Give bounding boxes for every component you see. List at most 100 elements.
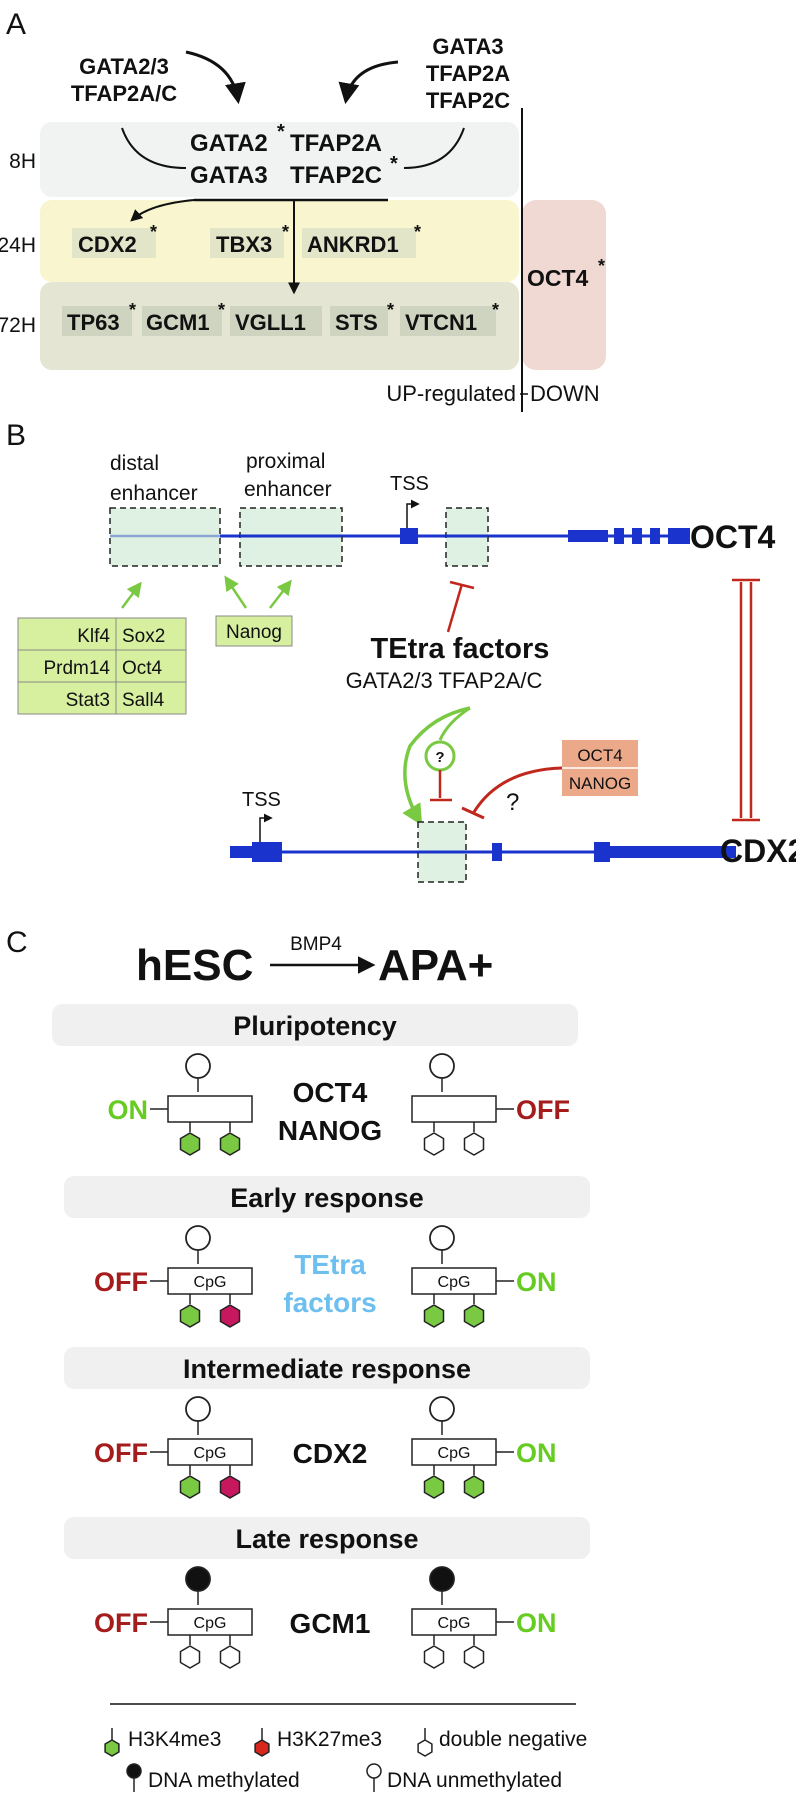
gene-vtcn1: VTCN1 [405, 310, 477, 335]
cpg-label: CpG [438, 1445, 471, 1462]
factor-prdm14: Prdm14 [43, 658, 110, 679]
factor-grid: Klf4 Sox2 Prdm14 Oct4 Stat3 Sall4 [17, 617, 187, 715]
promoter-box [167, 1095, 253, 1123]
chip-sts [330, 306, 388, 336]
cdx2-exon-1 [252, 842, 282, 862]
cdx2-exon-left-thin [230, 846, 252, 858]
gene-ankrd1: ANKRD1 [307, 232, 399, 257]
gene-unit-right: CpG ON [411, 1396, 557, 1499]
panel-a: A 8H 24H 72H GATA2/3 TFAP2A/C GATA3 TFAP… [0, 8, 606, 412]
histone-mark-1 [179, 1304, 201, 1328]
proximal-label-2: enhancer [244, 478, 332, 501]
proximal-label-1: proximal [246, 450, 325, 473]
histone-mark-2 [219, 1304, 241, 1328]
distal-label-1: distal [110, 452, 159, 475]
factor-stat3: Stat3 [66, 690, 110, 711]
gene-vgll1: VGLL1 [235, 310, 306, 335]
oct4-exon-3 [614, 528, 624, 544]
cpg-label: CpG [438, 1615, 471, 1632]
chip-cdx2 [72, 228, 156, 258]
oct4-exon-6 [668, 528, 690, 544]
histone-mark-1 [179, 1132, 201, 1156]
oct4-exon-4 [632, 528, 642, 544]
red-inhibit-oct4-bar [449, 580, 475, 590]
histone-mark-1 [179, 1475, 201, 1499]
legend-h3k27-icon [254, 1739, 270, 1757]
promoter-box [411, 1095, 497, 1123]
histone-mark-2 [219, 1475, 241, 1499]
core-star-gata2: * [277, 121, 285, 143]
state-label-on: ON [516, 1438, 557, 1468]
legend-h3k27-label: H3K27me3 [277, 1728, 382, 1751]
histone-mark-1 [423, 1304, 445, 1328]
histone-mark-2 [463, 1645, 485, 1669]
section-title-bg [64, 1176, 590, 1218]
legend-dneg-label: double negative [439, 1728, 587, 1751]
cdx2-exon-2 [492, 843, 502, 861]
header-hesc: hESC [136, 941, 253, 990]
star-tp63: * [129, 300, 136, 320]
core-tfap2a: TFAP2A [290, 130, 382, 157]
gene-oct4-down: OCT4 [527, 265, 589, 291]
star-tbx3: * [282, 222, 289, 242]
star-gcm1: * [218, 300, 225, 320]
bracket-left [121, 127, 187, 169]
bracket-right [403, 127, 465, 169]
band-down [522, 200, 606, 370]
cdx2-tss-label: TSS [242, 789, 281, 811]
core-star-tfap2c: * [390, 153, 398, 175]
state-label-on: ON [516, 1608, 557, 1638]
histone-mark-2 [463, 1304, 485, 1328]
repressor-box-nanog [562, 768, 638, 796]
oct4-tss-label: TSS [390, 473, 429, 495]
panel-b-letter: B [6, 419, 26, 452]
arrow-to-cdx2 [130, 199, 195, 222]
oct4-gene-label: OCT4 [690, 519, 776, 555]
gene-unit-left: CpG OFF [94, 1566, 253, 1669]
repressor-oct4: OCT4 [577, 746, 622, 765]
gene-cdx2: CDX2 [78, 232, 137, 257]
methylation-mark-head [429, 1053, 455, 1079]
gene-gcm1: GCM1 [146, 310, 210, 335]
histone-mark-1 [423, 1132, 445, 1156]
section-center-label: TEtra [294, 1249, 366, 1280]
nanog-label: Nanog [226, 622, 282, 643]
section-title: Early response [230, 1183, 424, 1213]
section-title-bg [64, 1347, 590, 1389]
section-center-label: GCM1 [290, 1608, 371, 1639]
histone-mark-1 [423, 1645, 445, 1669]
chip-tbx3 [210, 228, 284, 258]
chip-gcm1 [142, 306, 222, 336]
arrow-right-input [338, 60, 399, 105]
label-up-regulated: UP-regulated [386, 381, 516, 406]
histone-mark-1 [423, 1475, 445, 1499]
histone-mark-2 [219, 1132, 241, 1156]
oct4-tss-arrow [406, 499, 420, 530]
cpg-label: CpG [194, 1445, 227, 1462]
methylation-mark-head [185, 1053, 211, 1079]
methylation-mark-head [185, 1566, 211, 1592]
oct4-exon-5 [650, 528, 660, 544]
legend-h3k4-icon [104, 1739, 120, 1757]
state-label-off: OFF [516, 1095, 570, 1125]
methylation-mark-head [429, 1566, 455, 1592]
methylation-mark-head [185, 1396, 211, 1422]
row-label-8h: 8H [9, 150, 36, 173]
legend-meth-label: DNA methylated [148, 1769, 300, 1792]
header-apa: APA+ [378, 941, 493, 990]
promoter-box [167, 1267, 253, 1295]
cpg-label: CpG [194, 1615, 227, 1632]
red-inhibit-oct4 [446, 583, 464, 633]
legend-dneg-icon [417, 1739, 433, 1757]
red-inhibit-repressor-bar [461, 806, 485, 820]
arrow-left-input [185, 50, 246, 105]
section-title: Late response [235, 1524, 418, 1554]
state-label-off: OFF [94, 1608, 148, 1638]
gene-unit-right: OFF [411, 1053, 570, 1156]
